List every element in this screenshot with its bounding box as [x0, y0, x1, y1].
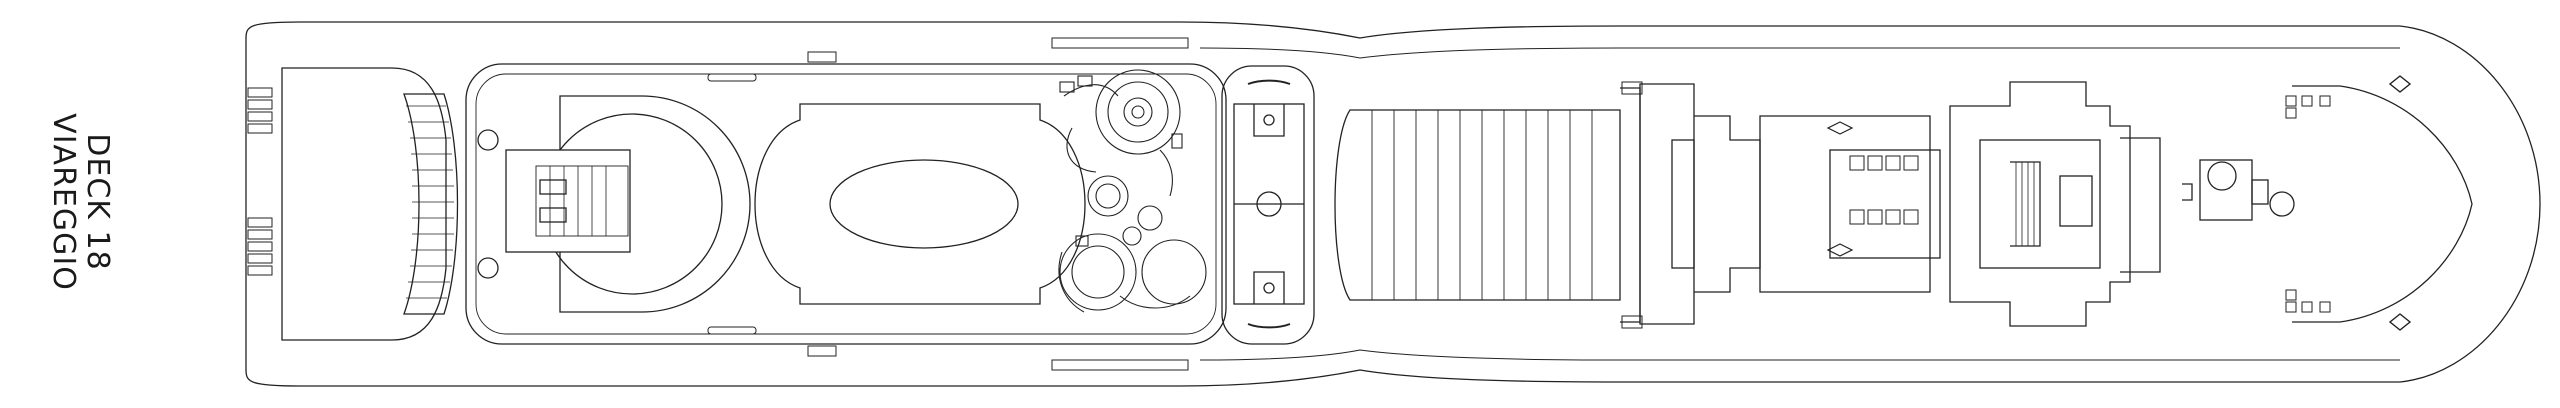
court-net-bottom: [1247, 323, 1291, 329]
aft-seating-rows: [406, 105, 454, 299]
bridge-stair-steps: [2015, 162, 2035, 246]
sun-loungers: [1371, 110, 1593, 300]
central-pool-deck: [754, 103, 1086, 305]
forward-open-deck: [1694, 115, 1761, 293]
sun-deck: [1334, 109, 1621, 301]
court-net-top: [1247, 79, 1291, 85]
court-key-top: [1253, 104, 1285, 137]
bridge-structure: [1949, 81, 2131, 327]
aft-seating-fan: [403, 93, 459, 315]
anchor-winch-icon: [2269, 191, 2295, 217]
lounge-bar-area: [1829, 149, 1941, 259]
basketball-hoop-icon: [1263, 282, 1275, 294]
bridge-stair: [2010, 161, 2041, 247]
pool-stairs-inner: [535, 165, 629, 237]
forward-cabin-block: [1639, 83, 1695, 325]
pool-deck-outer: [465, 63, 1227, 345]
lounge-seating-blocks: [1849, 155, 1919, 225]
pool-deck-inner: [475, 73, 1217, 335]
bridge-inner: [1979, 139, 2101, 269]
sun-deck-vents: [1621, 81, 1643, 329]
pool-stair-steps: [549, 166, 607, 236]
bridge-ramp: [2120, 137, 2161, 273]
deck-marker: [2182, 183, 2193, 201]
stair-landing: [539, 179, 567, 195]
basketball-hoop-icon: [1263, 114, 1275, 126]
shower-icon: [477, 257, 499, 279]
sports-court-area: [1221, 65, 1315, 345]
aft-lockers: [247, 87, 273, 276]
central-pool: [829, 159, 1019, 249]
mooring-bollard-icons: [2285, 95, 2331, 313]
forward-cabin-inset: [1671, 139, 1695, 269]
hull-inner-line: [1199, 349, 2400, 361]
shower-icon: [477, 129, 499, 151]
ship-hull: [245, 21, 2541, 387]
bow-equipment-small: [2251, 179, 2269, 205]
water-slide-zone: [1058, 69, 1207, 313]
hull-inner-line: [1199, 47, 2400, 59]
aft-lounge: [281, 67, 447, 341]
bridge-console: [2059, 175, 2093, 227]
bubble-lounger-icon: [1826, 121, 1854, 257]
pool-stairs: [505, 149, 631, 253]
stair-landing: [539, 207, 567, 223]
lounge-block: [1759, 115, 1931, 293]
navigation-light-icon: [2388, 75, 2412, 331]
anchor-winch-icon: [2207, 161, 2237, 191]
court-key-bottom: [1253, 271, 1285, 304]
sun-deck-stairs: [1620, 87, 1641, 323]
court-center-circle: [1256, 191, 1282, 217]
deck-rail-slots: [707, 37, 1189, 371]
aft-pool: [559, 95, 751, 313]
bow-deck-outline: [2292, 85, 2473, 323]
